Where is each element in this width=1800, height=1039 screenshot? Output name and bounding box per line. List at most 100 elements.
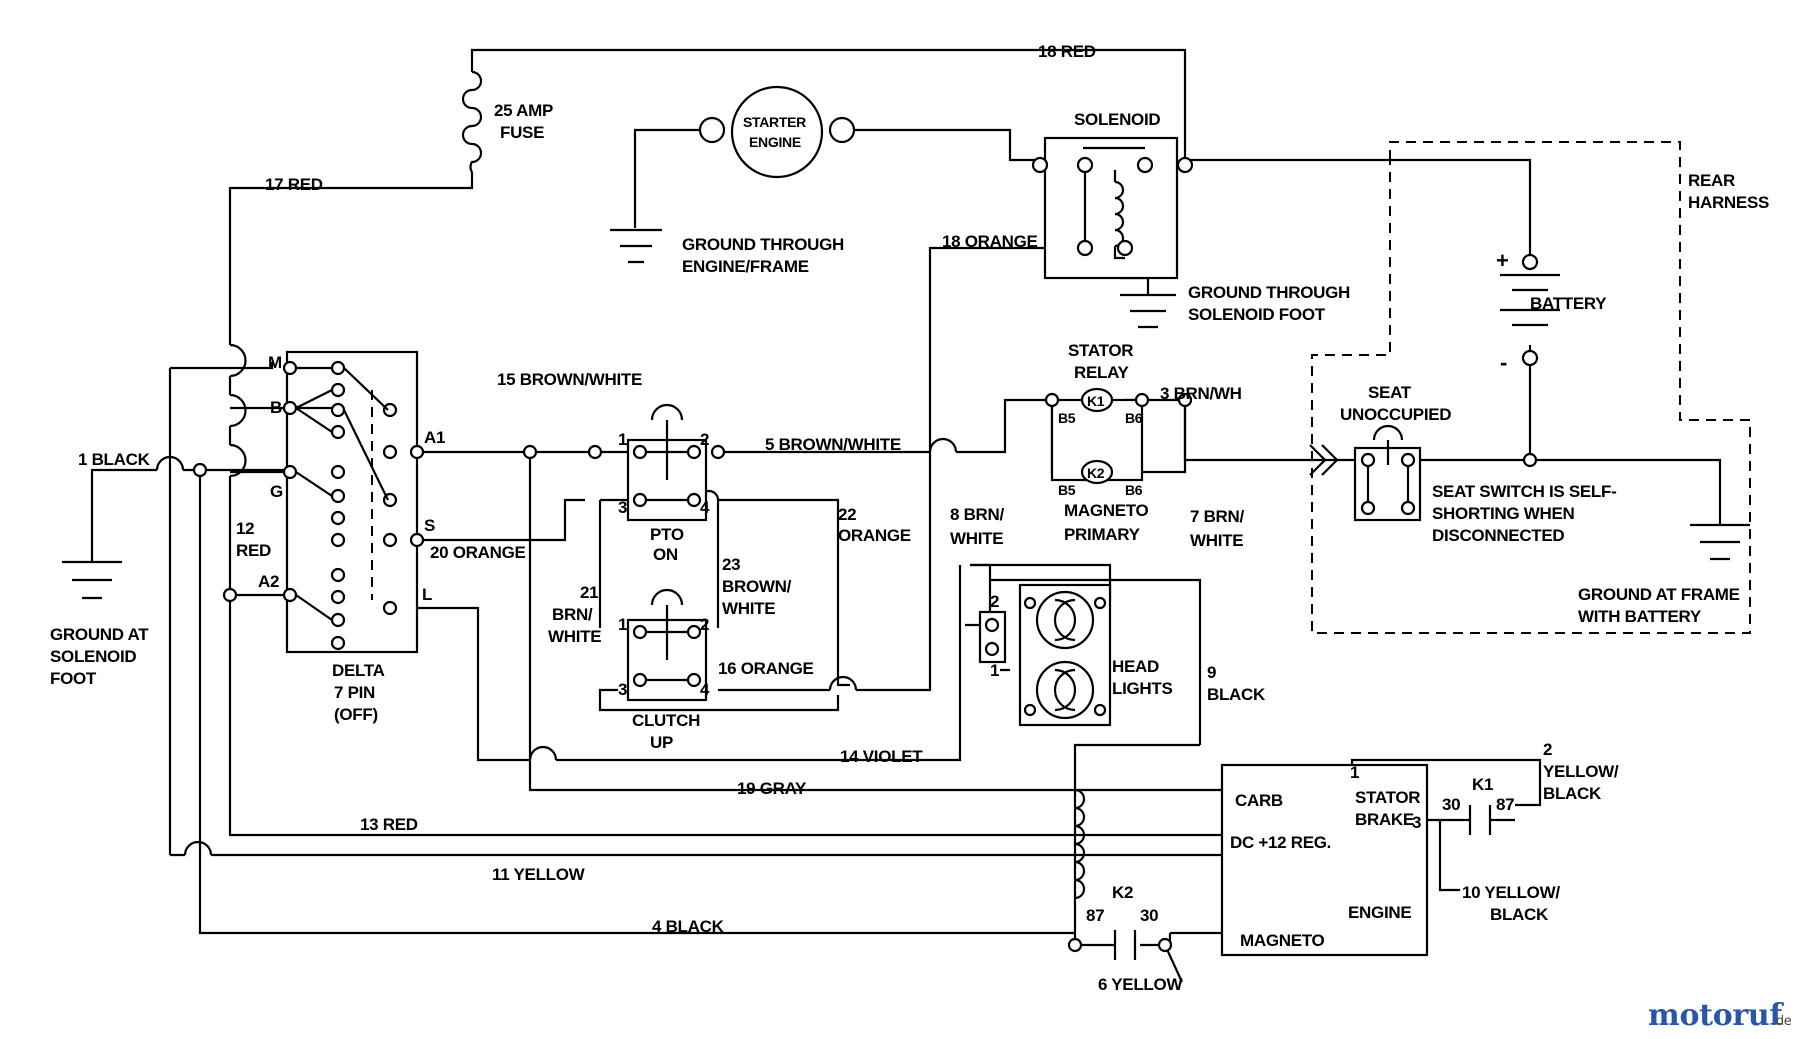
label-k2-relay: K2 [1112, 883, 1133, 902]
ground-symbol-solenoid-foot [62, 560, 122, 600]
ground-symbol-solenoid [1120, 293, 1176, 329]
label-pto-2: ON [653, 545, 678, 564]
label-pin-g: G [270, 482, 283, 501]
label-18-red: 18 RED [1038, 42, 1096, 61]
label-19-gray: 19 GRAY [737, 779, 807, 798]
label-pin-a2: A2 [258, 572, 279, 591]
label-pin-m: M [268, 353, 282, 372]
starter-engine [698, 85, 856, 179]
label-delta-1: DELTA [332, 661, 385, 680]
label-k1-87: 87 [1496, 795, 1514, 814]
label-8-white: WHITE [950, 529, 1003, 548]
stator-relay [1044, 387, 1193, 485]
label-headlights-1: HEAD [1112, 657, 1159, 676]
label-gnd-foot-2: SOLENOID [50, 647, 136, 666]
label-5-brown-white: 5 BROWN/WHITE [765, 435, 901, 454]
label-clutch-t4: 4 [700, 680, 710, 699]
label-2-yellow: YELLOW/ [1543, 762, 1619, 781]
label-stator-brake-1: STATOR [1355, 788, 1420, 807]
label-clutch-1: CLUTCH [632, 711, 700, 730]
label-dc12: DC +12 REG. [1230, 833, 1331, 852]
label-gnd-solenoid-2: SOLENOID FOOT [1188, 305, 1326, 324]
battery [1500, 253, 1560, 367]
label-21-brn: BRN/ [552, 605, 593, 624]
headlights [978, 583, 1112, 727]
label-gnd-foot-3: FOOT [50, 669, 97, 688]
label-gnd-engine-2: ENGINE/FRAME [682, 257, 809, 276]
label-17-red: 17 RED [265, 175, 323, 194]
label-4-black: 4 BLACK [652, 917, 725, 936]
wire-crossovers [155, 343, 1086, 900]
label-stator-1: STATOR [1068, 341, 1133, 360]
engine-box [1220, 763, 1429, 957]
label-magneto-2: PRIMARY [1064, 525, 1141, 544]
label-15-brown-white: 15 BROWN/WHITE [497, 370, 642, 389]
label-seat-switch-2: SHORTING WHEN [1432, 504, 1575, 523]
label-16-orange: 16 ORANGE [718, 659, 814, 678]
label-k2-87: 87 [1086, 906, 1104, 925]
label-22: 22 [838, 505, 856, 524]
label-k2-coil: K2 [1087, 465, 1105, 481]
label-seat-switch-1: SEAT SWITCH IS SELF- [1432, 482, 1616, 501]
label-head-t2: 2 [990, 592, 999, 611]
label-gnd-foot-1: GROUND AT [50, 625, 149, 644]
label-pin-b: B [270, 398, 282, 417]
ground-symbol-engine [610, 228, 662, 264]
label-gnd-frame-1: GROUND AT FRAME [1578, 585, 1740, 604]
watermark-domain: .de [1772, 1014, 1792, 1029]
label-12-red: RED [236, 541, 271, 560]
label-21-white: WHITE [548, 627, 601, 646]
label-seat-2: UNOCCUPIED [1340, 405, 1451, 424]
label-23-brown: BROWN/ [722, 577, 792, 596]
label-magneto: MAGNETO [1240, 931, 1325, 950]
label-b6-bottom: B6 [1125, 482, 1143, 498]
label-seat-switch-3: DISCONNECTED [1432, 526, 1564, 545]
label-pin-l: L [422, 585, 432, 604]
label-fuse-1: 25 AMP [494, 101, 553, 120]
label-14-violet: 14 VIOLET [840, 747, 923, 766]
label-clutch-t3: 3 [618, 680, 627, 699]
engine-relays [1067, 805, 1492, 960]
label-rear-2: HARNESS [1688, 193, 1769, 212]
delta-switch-body [285, 350, 419, 654]
label-23: 23 [722, 555, 740, 574]
label-2: 2 [1543, 740, 1552, 759]
label-battery: BATTERY [1530, 294, 1607, 313]
label-20-orange: 20 ORANGE [430, 543, 526, 562]
label-pto-t3: 3 [618, 498, 627, 517]
label-head-t1: 1 [990, 661, 999, 680]
label-rear-1: REAR [1688, 171, 1735, 190]
label-23-white: WHITE [722, 599, 775, 618]
label-13-red: 13 RED [360, 815, 418, 834]
label-carb: CARB [1235, 791, 1283, 810]
ground-symbol-frame [1690, 523, 1750, 561]
label-k1-coil: K1 [1087, 393, 1105, 409]
label-pto-t1: 1 [618, 430, 627, 449]
label-k2-30: 30 [1140, 906, 1158, 925]
label-21: 21 [580, 583, 598, 602]
label-9: 9 [1207, 663, 1216, 682]
label-stator-brake-t3: 3 [1412, 813, 1421, 832]
label-k1-30: 30 [1442, 795, 1460, 814]
label-seat-1: SEAT [1368, 383, 1412, 402]
label-8-brn: 8 BRN/ [950, 505, 1005, 524]
label-pto-t2: 2 [700, 430, 709, 449]
label-clutch-t2: 2 [700, 615, 709, 634]
label-fuse-2: FUSE [500, 123, 544, 142]
label-10-yellow: 10 YELLOW/ [1462, 883, 1560, 902]
label-gnd-solenoid-1: GROUND THROUGH [1188, 283, 1350, 302]
label-6-yellow: 6 YELLOW [1098, 975, 1183, 994]
labels: 18 RED 25 AMP FUSE 17 RED STARTER ENGINE… [50, 42, 1769, 994]
label-7-brn: 7 BRN/ [1190, 507, 1245, 526]
label-b5-bottom: B5 [1058, 482, 1076, 498]
watermark-logo: motoruf [1648, 998, 1784, 1033]
label-9-black: BLACK [1207, 685, 1266, 704]
label-starter-1: STARTER [743, 114, 806, 130]
label-stator-2: RELAY [1074, 363, 1130, 382]
label-solenoid: SOLENOID [1074, 110, 1160, 129]
label-2-black: BLACK [1543, 784, 1602, 803]
label-battery-minus: - [1500, 350, 1507, 375]
label-10-black: BLACK [1490, 905, 1549, 924]
label-1-black: 1 BLACK [78, 450, 151, 469]
